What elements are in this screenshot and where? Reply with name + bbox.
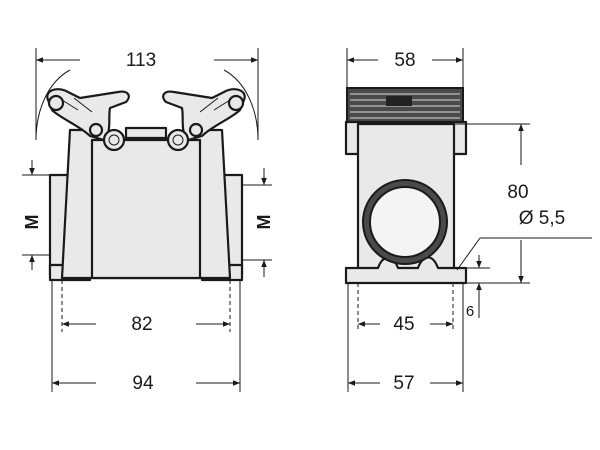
front-right-pin-inner	[172, 134, 184, 146]
front-left-pin-large	[102, 128, 126, 152]
dim-82-label: 82	[131, 314, 152, 335]
front-left-pin-top	[47, 94, 65, 112]
side-base	[344, 256, 468, 285]
front-center-panel	[90, 138, 202, 280]
front-left-pin-inner	[108, 134, 120, 146]
front-crossbar	[124, 126, 168, 140]
side-cable-entry-inner	[369, 186, 441, 258]
dim-58-label: 58	[394, 50, 415, 71]
front-right-lever-slot	[199, 97, 231, 113]
dim-113-label: 113	[126, 50, 156, 71]
dim-hole-label: Ø 5,5	[519, 208, 565, 229]
dim-80-label: 80	[507, 182, 528, 203]
side-view	[344, 87, 468, 285]
front-right-pin-top	[227, 94, 245, 112]
front-left-lever-slot	[61, 97, 93, 113]
front-left-lever	[46, 88, 130, 142]
dim-6-label: 6	[466, 303, 474, 320]
front-right-lever	[162, 88, 246, 142]
dim-hole-leader	[456, 237, 481, 271]
front-left-pin-small	[88, 122, 104, 138]
dim-m-left-label: M	[22, 215, 42, 230]
dim-45-label: 45	[393, 314, 414, 335]
front-dimensions: 113 82 94 M M	[22, 48, 274, 394]
front-view	[35, 69, 259, 282]
dim-57-label: 57	[393, 373, 414, 394]
front-right-pin-large	[166, 128, 190, 152]
dim-94-label: 94	[132, 373, 154, 394]
front-right-pin-small	[188, 122, 204, 138]
side-top-marking	[386, 96, 412, 106]
dim-m-right-label: M	[254, 215, 274, 230]
side-dimensions: 58 80 Ø 5,5 6 45 57	[346, 48, 592, 394]
